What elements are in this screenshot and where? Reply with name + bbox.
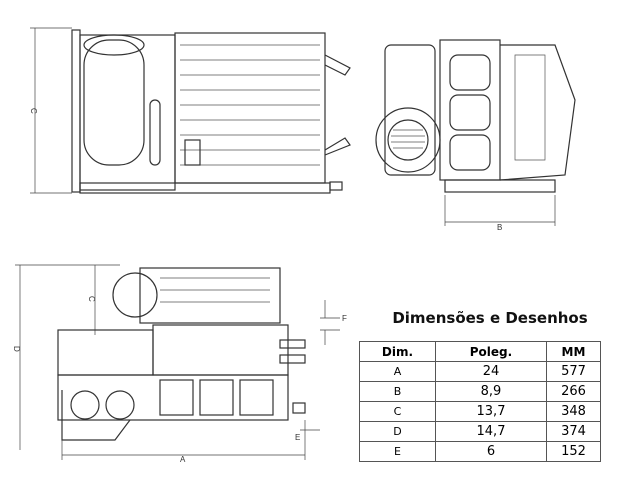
dim-label-a: A <box>180 455 186 464</box>
cell-inches: 14,7 <box>435 421 547 442</box>
cell-inches: 24 <box>435 361 547 382</box>
cell-mm: 266 <box>546 381 601 402</box>
bottom-left-view: D C F E A <box>12 264 347 464</box>
col-header-dim: Dim. <box>359 341 436 362</box>
table-header-row: Dim. Poleg. MM <box>359 341 601 362</box>
cell-inches: 6 <box>435 441 547 462</box>
cell-dim: D <box>359 421 436 442</box>
cell-mm: 374 <box>546 421 601 442</box>
dim-label-c: C <box>29 108 38 114</box>
cell-mm: 152 <box>546 441 601 462</box>
dim-label-d: D <box>12 346 21 352</box>
cell-inches: 13,7 <box>435 401 547 422</box>
cell-dim: E <box>359 441 436 462</box>
col-header-mm: MM <box>546 341 601 362</box>
cell-mm: 577 <box>546 361 601 382</box>
dim-label-f: F <box>342 314 347 323</box>
top-left-view: C <box>29 27 351 194</box>
section-title: Dimensões e Desenhos <box>392 309 588 327</box>
cell-mm: 348 <box>546 401 601 422</box>
cell-dim: C <box>359 401 436 422</box>
dim-label-b: B <box>497 223 502 232</box>
cell-inches: 8,9 <box>435 381 547 402</box>
cell-dim: B <box>359 381 436 402</box>
col-header-inches: Poleg. <box>435 341 547 362</box>
cell-dim: A <box>359 361 436 382</box>
dim-label-c-bottom: C <box>87 296 96 302</box>
dim-label-e: E <box>295 433 300 442</box>
top-right-view: B <box>375 39 576 232</box>
